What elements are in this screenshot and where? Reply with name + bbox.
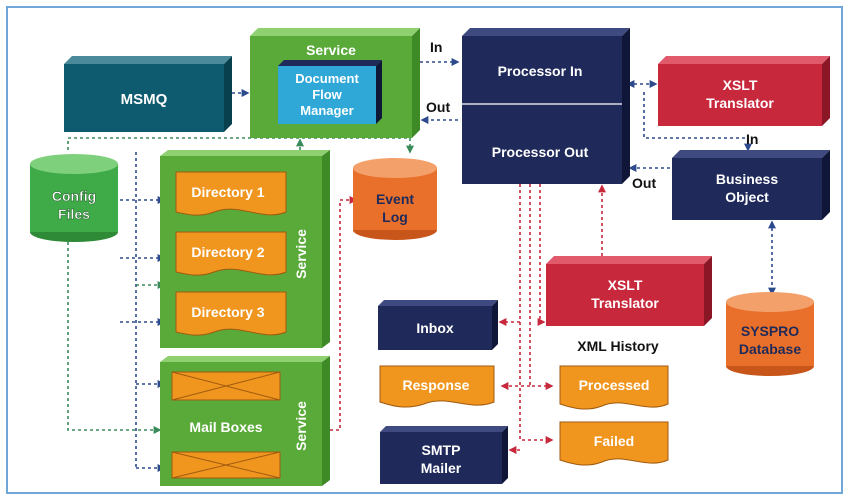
response-node: Response (379, 365, 495, 408)
xslt-mid-line2: Translator (591, 295, 659, 311)
directory-3-label: Directory 3 (191, 304, 264, 320)
directory-1: Directory 1 (175, 171, 287, 216)
edge-processor-business-in (643, 92, 752, 152)
service-top-label: Service (306, 42, 356, 58)
event-log-line2: Log (382, 209, 408, 225)
dfm-label-line1: Document (295, 71, 359, 86)
response-label: Response (403, 377, 470, 393)
edge-green-bus-top (67, 137, 414, 154)
directory-3: Directory 3 (175, 291, 287, 336)
config-files-line2: Files (58, 206, 90, 222)
directory-2: Directory 2 (175, 231, 287, 276)
edge-label-in-business: In (746, 131, 758, 147)
event-log-node: Event Log (353, 158, 437, 240)
directory-2-label: Directory 2 (191, 244, 264, 260)
edge-label-in-processor: In (430, 39, 442, 55)
failed-node: Failed (559, 421, 669, 466)
connectors (67, 58, 776, 472)
dfm-label-line2: Flow (312, 87, 342, 102)
inbox-label: Inbox (416, 320, 454, 336)
service-directories-node: Service Directory 1 Directory 2 Director… (160, 150, 330, 348)
syspro-database-node: SYSPRO Database (726, 292, 814, 376)
xslt-mid-line1: XSLT (608, 277, 643, 293)
syspro-line2: Database (739, 341, 801, 357)
service-top-node: Service Document Flow Manager (250, 28, 420, 138)
edge-processor-down-1 (519, 184, 554, 444)
mailbox-bottom (171, 451, 281, 479)
service-directories-label: Service (293, 229, 309, 279)
business-object-node: Business Object (672, 150, 830, 220)
xslt-top-line1: XSLT (723, 77, 758, 93)
diagram-frame (6, 6, 843, 494)
edge-processor-down-2 (529, 184, 554, 390)
xml-history-label: XML History (577, 338, 659, 354)
business-object-line1: Business (716, 171, 778, 187)
edge-label-out-processor: Out (426, 99, 450, 115)
msmq-node: MSMQ (64, 56, 232, 132)
processed-node: Processed (559, 365, 669, 410)
xslt-top-line2: Translator (706, 95, 774, 111)
edge-processor-down-3 (537, 184, 546, 326)
smtp-mailer-line2: Mailer (421, 460, 462, 476)
edge-label-out-business: Out (632, 175, 656, 191)
smtp-mailer-line1: SMTP (422, 442, 461, 458)
edge-to-event-log (330, 196, 358, 431)
dfm-label-line3: Manager (300, 103, 353, 118)
directory-1-label: Directory 1 (191, 184, 264, 200)
edge-config-left (67, 236, 162, 434)
mail-boxes-label: Mail Boxes (189, 419, 262, 435)
mailbox-top (171, 371, 281, 401)
msmq-label: MSMQ (121, 91, 168, 108)
event-log-line1: Event (376, 191, 414, 207)
xslt-top-node: XSLT Translator (658, 56, 830, 126)
inbox-node: Inbox (378, 300, 498, 350)
xslt-mid-node: XSLT Translator (546, 256, 712, 326)
processor-out-label: Processor Out (492, 144, 589, 160)
processor-node: Processor In Processor Out (462, 28, 630, 184)
processed-label: Processed (579, 377, 650, 393)
service-mailboxes-node: Service Mail Boxes (160, 356, 330, 486)
config-files-node: Config Files (30, 154, 118, 242)
service-mailboxes-label: Service (293, 401, 309, 451)
smtp-mailer-node: SMTP Mailer (380, 426, 508, 484)
processor-in-label: Processor In (498, 63, 583, 79)
syspro-line1: SYSPRO (741, 323, 799, 339)
failed-label: Failed (594, 433, 634, 449)
business-object-line2: Object (725, 189, 769, 205)
config-files-line1: Config (52, 188, 96, 204)
